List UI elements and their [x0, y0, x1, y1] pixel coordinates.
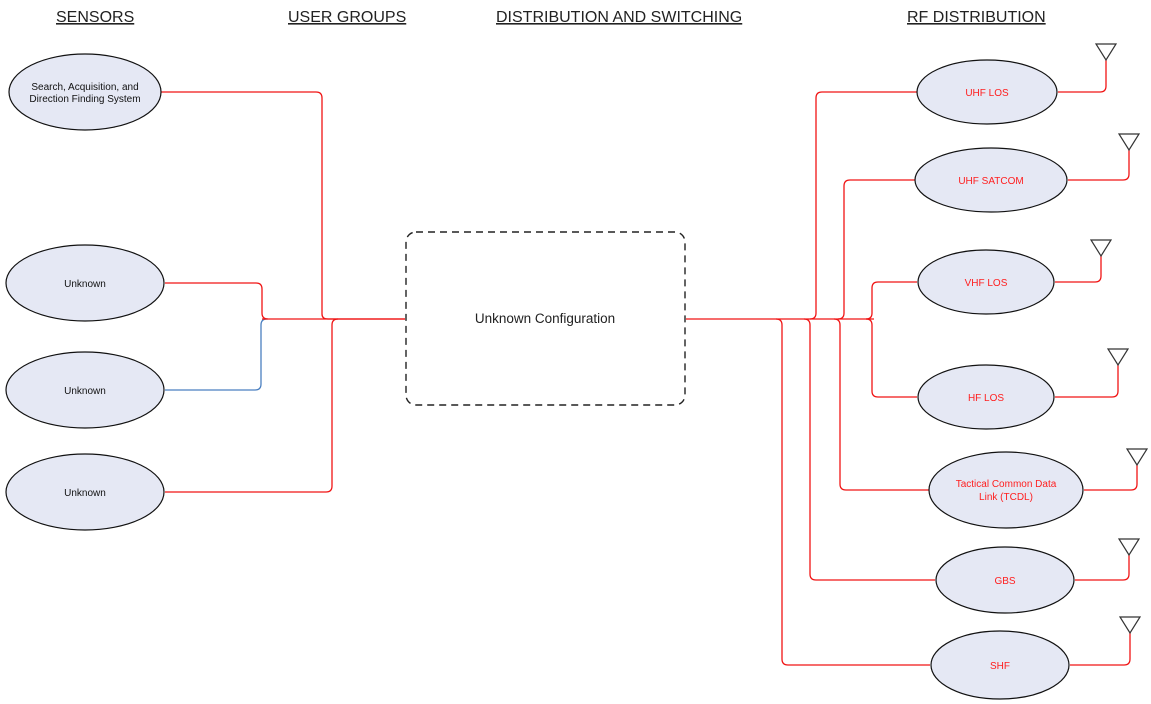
rf-node-shf: SHF [930, 630, 1070, 700]
node-label: Unknown [64, 386, 106, 397]
antennas [1089, 43, 1149, 635]
node-label: Direction Finding System [29, 94, 140, 105]
rf-node-tcdl: Tactical Common Data Link (TCDL) [928, 451, 1084, 529]
rf-node-hf-los: HF LOS [917, 364, 1055, 430]
node-label: Link (TCDL) [979, 492, 1033, 503]
link-unknown-2 [165, 318, 268, 391]
header-user-groups: USER GROUPS [288, 9, 406, 26]
header-sensors: SENSORS [56, 9, 134, 26]
link-vhf-los [865, 281, 917, 320]
header-rf-distribution: RF DISTRIBUTION [907, 9, 1046, 26]
center-label: Unknown Configuration [475, 311, 615, 326]
link-shf [775, 318, 930, 666]
header-distribution-switching: DISTRIBUTION AND SWITCHING [496, 9, 742, 26]
center-configuration: Unknown Configuration [405, 231, 686, 406]
node-label: Search, Acquisition, and [31, 82, 138, 93]
rf-node-uhf-los: UHF LOS [916, 59, 1058, 125]
rf-node-vhf-los: VHF LOS [917, 249, 1055, 315]
sensor-node-sadfs: Search, Acquisition, and Direction Findi… [8, 53, 162, 131]
sensor-node-unknown-3: Unknown [5, 453, 165, 531]
antenna-icon [1117, 133, 1141, 152]
node-label: Unknown [64, 488, 106, 499]
node-label: UHF LOS [965, 88, 1009, 99]
antenna-icon [1106, 348, 1130, 367]
link-uhf-satcom [837, 179, 916, 320]
hf-antenna-feed [1055, 365, 1119, 398]
rf-node-gbs: GBS [935, 546, 1075, 614]
node-label: SHF [990, 661, 1010, 672]
antenna-icon [1125, 448, 1149, 467]
link-unknown-1 [165, 282, 269, 320]
left-connections [160, 91, 405, 493]
antenna-icon [1089, 239, 1113, 258]
right-connections [686, 91, 935, 666]
antenna-icon [1094, 43, 1118, 62]
node-label: VHF LOS [965, 278, 1008, 289]
link-uhf-los [809, 91, 918, 320]
link-sadfs [160, 91, 405, 320]
antenna-icon [1117, 538, 1141, 557]
antenna-icon [1118, 616, 1142, 635]
sensor-node-unknown-2: Unknown [5, 351, 165, 429]
link-gbs [803, 318, 935, 581]
link-hf-los [865, 318, 917, 398]
node-label: UHF SATCOM [958, 176, 1023, 187]
node-label: HF LOS [968, 393, 1004, 404]
node-label: Tactical Common Data [956, 479, 1057, 490]
node-label: GBS [994, 576, 1015, 587]
link-tcdl [833, 318, 929, 491]
antenna-feeds [1055, 60, 1138, 666]
node-label: Unknown [64, 279, 106, 290]
rf-node-uhf-satcom: UHF SATCOM [914, 147, 1068, 213]
sensor-node-unknown-1: Unknown [5, 244, 165, 322]
link-unknown-3 [165, 318, 339, 493]
